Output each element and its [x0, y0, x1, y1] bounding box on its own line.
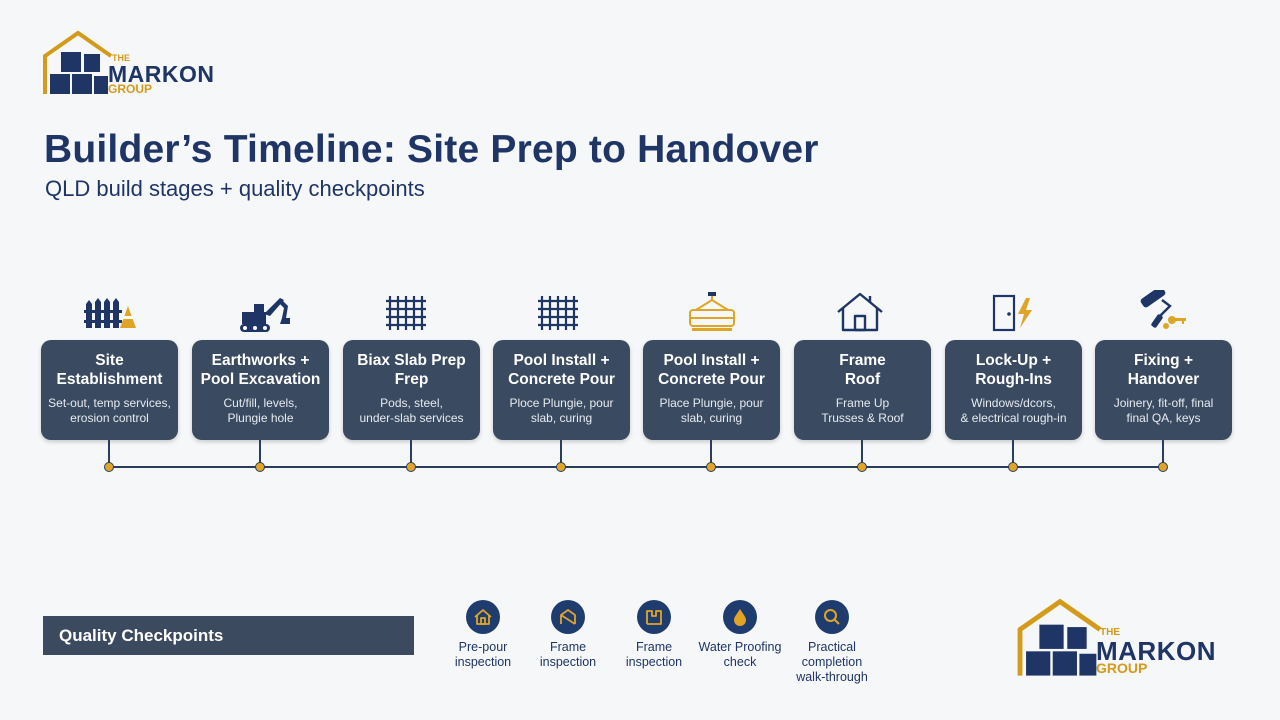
stage-description: Windows/dcors, & electrical rough-in	[960, 396, 1067, 425]
timeline-line	[108, 466, 1164, 468]
frame-icon	[551, 600, 585, 634]
stage-title: Earthworks + Pool Excavation	[200, 352, 321, 388]
timeline-dot	[255, 462, 265, 472]
checkpoint-label: Frame inspection	[539, 640, 597, 669]
stage-description: Frame Up Trusses & Roof	[821, 396, 904, 425]
logo-group-text: GROUP	[108, 82, 153, 96]
logo-the-text: THE	[112, 53, 130, 63]
logo-name-text: MARKON	[108, 61, 215, 87]
stage-description: Pods, steel, under-slab services	[359, 396, 464, 425]
quality-checkpoints-bar: Quality Checkpoints	[43, 616, 414, 655]
logo-name-text: MARKON	[1096, 636, 1216, 666]
timeline-stem	[1012, 440, 1014, 466]
magnifier-icon	[815, 600, 849, 634]
logo-group-text: GROUP	[1096, 660, 1148, 676]
logo-the-text: THE	[1100, 627, 1120, 638]
fence-icon	[84, 298, 136, 328]
stage-title: Pool Install + Concrete Pour	[508, 352, 615, 388]
stage-title: Pool Install + Concrete Pour	[658, 352, 765, 388]
checkpoint-label: Frame inspection	[625, 640, 683, 669]
stage-description: Joinery, fit-off, final final QA, keys	[1113, 396, 1214, 425]
timeline-dot	[104, 462, 114, 472]
crane-load-icon	[689, 292, 735, 331]
timeline-dot	[706, 462, 716, 472]
page-title: Builder’s Timeline: Site Prep to Handove…	[44, 128, 819, 171]
timeline-stem	[861, 440, 863, 466]
stage-card: Frame Roof Frame Up Trusses & Roof	[794, 340, 931, 440]
company-logo-footer: THE MARKON GROUP	[1016, 598, 1226, 678]
logo-house-icon	[43, 30, 113, 94]
checkpoint-item: Water Proofing check	[688, 600, 792, 670]
stage-description: Set-out, temp services, erosion control	[48, 396, 171, 425]
water-drop-icon	[723, 600, 757, 634]
company-logo: THE MARKON GROUP	[42, 30, 222, 96]
timeline-stem	[108, 440, 110, 466]
house-icon	[837, 292, 883, 332]
checkpoint-label: Water Proofing check	[698, 640, 782, 669]
stage-card: Biax Slab Prep Frep Pods, steel, under-s…	[343, 340, 480, 440]
stage-title: Lock-Up + Rough-Ins	[975, 352, 1052, 388]
frame-check-icon	[637, 600, 671, 634]
door-electric-icon	[992, 294, 1032, 332]
timeline-stem	[560, 440, 562, 466]
timeline-dot	[857, 462, 867, 472]
paint-roller-icon	[1140, 290, 1186, 329]
timeline-dot	[406, 462, 416, 472]
checkpoint-item: Frame inspection	[602, 600, 706, 670]
timeline-stem	[259, 440, 261, 466]
stage-title: Biax Slab Prep Frep	[357, 352, 466, 388]
grid-icon	[538, 296, 578, 330]
checkpoint-item: Frame inspection	[516, 600, 620, 670]
stage-card: Fixing + Handover Joinery, fit-off, fina…	[1095, 340, 1232, 440]
timeline-stem	[410, 440, 412, 466]
quality-checkpoints-label: Quality Checkpoints	[59, 626, 224, 645]
stage-card: Pool Install + Concrete Pour Ploce Plung…	[493, 340, 630, 440]
house-icon	[466, 600, 500, 634]
excavator-icon	[240, 298, 290, 332]
stage-description: Cut/fill, levels, Plungie hole	[223, 396, 298, 425]
stage-card: Earthworks + Pool Excavation Cut/fill, l…	[192, 340, 329, 440]
stage-description: Place Plungie, pour slab, curing	[659, 396, 764, 425]
checkpoint-item: Practical completion walk-through	[780, 600, 884, 685]
timeline-stem	[710, 440, 712, 466]
stage-card: Lock-Up + Rough-Ins Windows/dcors, & ele…	[945, 340, 1082, 440]
checkpoint-label: Practical completion walk-through	[796, 640, 868, 684]
checkpoint-label: Pre-pour inspection	[454, 640, 512, 669]
timeline-stem	[1162, 440, 1164, 466]
timeline-dot	[1008, 462, 1018, 472]
checkpoint-item: Pre-pour inspection	[431, 600, 535, 670]
timeline-dot	[556, 462, 566, 472]
stage-title: Fixing + Handover	[1127, 352, 1200, 388]
stage-card: Site Establishment Set-out, temp service…	[41, 340, 178, 440]
logo-house-icon	[1017, 598, 1102, 676]
stage-title: Site Establishment	[56, 352, 163, 388]
timeline-dot	[1158, 462, 1168, 472]
stage-card: Pool Install + Concrete Pour Place Plung…	[643, 340, 780, 440]
page-subtitle: QLD build stages + quality checkpoints	[45, 176, 425, 201]
grid-icon	[386, 296, 426, 330]
stage-description: Ploce Plungie, pour slab, curing	[509, 396, 614, 425]
stage-title: Frame Roof	[839, 352, 886, 388]
